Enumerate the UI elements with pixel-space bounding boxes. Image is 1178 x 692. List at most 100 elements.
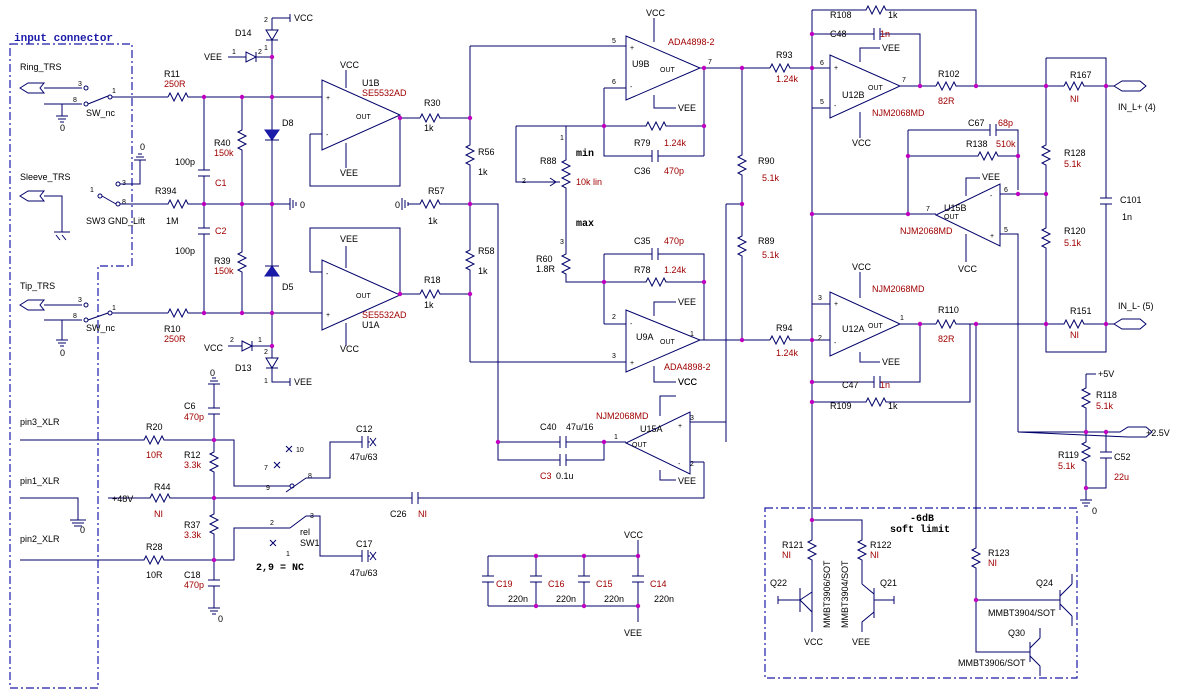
r90-value: 5.1k xyxy=(762,173,780,183)
q24-part: MMBT3904/SOT xyxy=(988,608,1056,618)
opamp-u12b: R108 1k C48 1n + - OUT 6 5 7 VEE VCC U12… xyxy=(811,4,977,520)
r110-ref: R110 xyxy=(938,305,959,315)
r78-value: 1.24k xyxy=(664,265,687,275)
resistor-r30: R30 1k xyxy=(419,98,470,133)
pin-num: 1 xyxy=(264,45,268,52)
gnd-label: 0 xyxy=(210,368,215,378)
out-label: OUT xyxy=(632,442,648,449)
r44-value: NI xyxy=(154,509,163,519)
c36-value: 470p xyxy=(664,166,684,176)
pin-num: 1 xyxy=(690,331,694,338)
r128-ref: R128 xyxy=(1064,148,1086,158)
c17-value: 47u/63 xyxy=(350,568,378,578)
u1b-part: SE5532AD xyxy=(362,88,407,98)
resistor-r94: R94 1.24k xyxy=(769,323,830,358)
gnd-label: 0 xyxy=(140,142,145,152)
vee-label: VEE xyxy=(882,43,900,53)
u9a-part: ADA4898-2 xyxy=(664,362,711,372)
pin-num: 1 xyxy=(614,434,618,441)
opamp-u15b: C67 68p R138 510k - + OUT 6 5 7 VEE VCC … xyxy=(812,118,1046,432)
c47-ref: C47 xyxy=(842,380,859,390)
vee-label: VEE xyxy=(982,172,1000,182)
u1a-ref: U1A xyxy=(362,320,380,330)
d14-ref: D14 xyxy=(235,28,252,38)
c19-value: 220n xyxy=(508,594,528,604)
r88-ref: R88 xyxy=(540,156,557,166)
pin-num: 8 xyxy=(122,199,126,206)
r57-ref: R57 xyxy=(428,186,445,196)
u9a-ref: U9A xyxy=(636,332,654,342)
input-connector-box: input connector xyxy=(9,33,133,689)
resistor-r57: 0 R57 1k xyxy=(395,186,499,442)
r121-ref: R121 xyxy=(782,540,804,550)
r94-value: 1.24k xyxy=(776,348,799,358)
u9b-ref: U9B xyxy=(632,59,650,69)
opamp-u9b: + - OUT 5 6 7 VCC VEE U9B ADA4898-2 xyxy=(603,8,770,156)
c18-ref: C18 xyxy=(184,570,201,580)
r88-min: min xyxy=(576,148,594,160)
r56-value: 1k xyxy=(478,167,488,177)
soft-limit-circuit: R121 NI R122 NI VCC Q22 MMBT3906/SOT VEE… xyxy=(770,324,1073,676)
resistor-r18: R18 1k xyxy=(419,275,470,310)
pin-num: 8 xyxy=(73,97,77,104)
r78-ref: R78 xyxy=(634,265,651,275)
r88-value: 10k lin xyxy=(576,177,602,187)
pin-num: 5 xyxy=(1004,227,1008,234)
gnd-label: 0 xyxy=(218,614,223,624)
vcc-label: VCC xyxy=(646,8,666,18)
c6-value: 470p xyxy=(184,412,204,422)
c48-value: 1n xyxy=(880,29,890,39)
pin-num: 1 xyxy=(264,378,268,385)
pin-num: 2 xyxy=(230,337,234,344)
gnd-label: 0 xyxy=(60,348,65,358)
plus-sign: + xyxy=(990,233,994,240)
c15-value: 220n xyxy=(604,594,624,604)
c18-value: 470p xyxy=(184,580,204,590)
c47-value: 1n xyxy=(880,380,890,390)
c12-value: 47u/63 xyxy=(350,452,378,462)
r120-value: 5.1k xyxy=(1064,238,1082,248)
pin-num: 3 xyxy=(818,295,822,302)
minus-sign: - xyxy=(326,271,329,278)
resistor-r60: R60 1.8R xyxy=(536,246,604,283)
d13-vcc: VCC xyxy=(204,343,224,353)
r167-value: NI xyxy=(1070,94,1079,104)
relay-name: rel xyxy=(300,527,310,537)
c2-ref: C2 xyxy=(215,226,227,236)
r12-ref: R12 xyxy=(184,450,201,460)
cap-c35: C35 470p xyxy=(604,236,705,340)
c40-ref: C40 xyxy=(540,422,557,432)
r123-ref: R123 xyxy=(988,548,1010,558)
r37-value: 3.3k xyxy=(184,530,202,540)
q30-ref: Q30 xyxy=(1008,628,1025,638)
r60-ref: R60 xyxy=(536,254,553,264)
r167-ref: R167 xyxy=(1070,70,1092,80)
c48-ref: C48 xyxy=(830,29,847,39)
opamp-u1a: - + OUT VEE VCC U1A SE5532AD xyxy=(242,227,420,354)
pin-num: 3 xyxy=(78,297,82,304)
r102-value: 82R xyxy=(938,96,955,106)
u15a-ref: U15A xyxy=(640,424,663,434)
vee-label: VEE xyxy=(882,357,900,367)
c17-ref: C17 xyxy=(356,539,373,549)
r58-value: 1k xyxy=(478,266,488,276)
soft-limit-box: -6dB soft limit xyxy=(764,507,1078,679)
plus-sign: + xyxy=(834,65,838,72)
r151-value: NI xyxy=(1070,330,1079,340)
ring-trs-label: Ring_TRS xyxy=(20,62,62,72)
q22-part: MMBT3906/SOT xyxy=(822,560,832,628)
c2-value: 100p xyxy=(175,246,195,256)
pin-num: 6 xyxy=(1004,187,1008,194)
r119-ref: R119 xyxy=(1058,450,1079,460)
r60-value: 1.8R xyxy=(536,264,556,274)
r109-value: 1k xyxy=(888,401,898,411)
q30-part: MMBT3906/SOT xyxy=(958,658,1026,668)
resistor-r110: R110 82R xyxy=(935,305,980,344)
vcc-label: VCC xyxy=(624,530,644,540)
r28-ref: R28 xyxy=(146,542,163,552)
c40-value: 47u/16 xyxy=(566,422,594,432)
r56-ref: R56 xyxy=(478,147,495,157)
pin-num: 2 xyxy=(612,314,616,321)
minus-sign: - xyxy=(834,103,837,110)
